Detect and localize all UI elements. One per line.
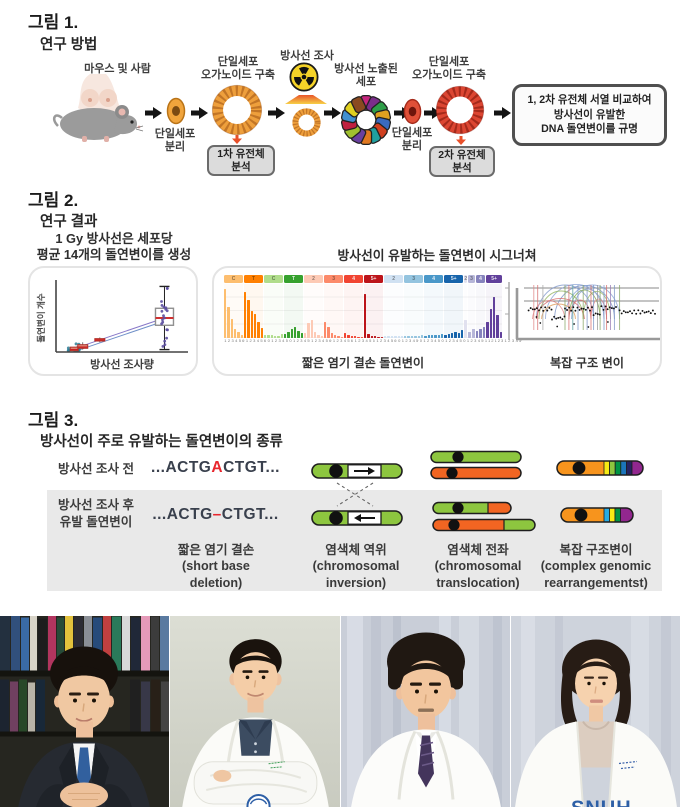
caption-deletion: 짧은 염기 결손 (short base deletion) — [177, 543, 255, 590]
researcher-photo-1 — [0, 616, 169, 807]
researcher-photo-3 — [341, 616, 510, 807]
analysis1-box: 1차 유전체 분석 — [207, 145, 275, 176]
analysis2-box: 2차 유전체 분석 — [429, 146, 495, 177]
portrait-illustration: SNUH — [511, 616, 680, 807]
radiation-beam-icon — [285, 95, 327, 104]
sequence-after: ...ACTG–CTGT... — [152, 506, 279, 523]
organoid1-label: 단일세포 오가노이드 구축 — [201, 56, 275, 82]
row-after-label: 방사선 조사 후 유발 돌연변이 — [58, 498, 134, 529]
person — [351, 632, 501, 807]
chromosome-inversion-before — [311, 463, 403, 479]
researcher-photo-2 — [170, 616, 340, 807]
flow-arrow-icon — [494, 107, 511, 119]
organoid-small-icon — [292, 108, 321, 137]
chromosome-complex-after — [560, 507, 634, 523]
scale-bracket-icon — [505, 282, 510, 340]
irradiation-label: 방사선 조사 — [280, 50, 334, 62]
flow-arrow-icon — [145, 107, 162, 119]
chromosome-translocation-before-orange — [430, 466, 522, 480]
snuh-logo-text: SNUH — [571, 798, 632, 807]
flow-arrow-icon — [394, 107, 411, 119]
sv-caption: 복잡 구조 변이 — [549, 356, 625, 370]
conclusion-box: 1, 2차 유전체 서열 비교하여 방사선이 유발한 DNA 돌연변이를 규명 — [512, 84, 667, 146]
exposed-cell-label: 방사선 노출된 세포 — [334, 63, 398, 89]
flow-arrow-icon — [268, 107, 285, 119]
portrait-illustration — [341, 616, 510, 807]
flow-arrow-icon — [324, 107, 341, 119]
portrait-illustration — [0, 616, 169, 807]
mouse-and-human-icon — [52, 74, 144, 142]
researcher-photo-4: SNUH — [511, 616, 680, 807]
dose-chart-title: 1 Gy 방사선은 세포당 평균 14개의 돌연변이를 생성 — [36, 231, 192, 262]
chromosome-inversion-after — [311, 510, 403, 526]
figure1-label: 그림 1. — [28, 13, 79, 32]
person — [18, 646, 150, 807]
red-down-arrow-icon — [232, 135, 242, 144]
caption-translocation: 염색체 전좌 (chromosomal translocation) — [434, 543, 522, 590]
organoid-orange-icon — [211, 84, 263, 136]
figure2-label: 그림 2. — [28, 191, 79, 210]
indel-caption: 짧은 염기 결손 돌연변이 — [301, 356, 425, 370]
isolate1-label: 단일세포 분리 — [154, 128, 196, 154]
signature-chart-title: 방사선이 유발하는 돌연변이 시그너쳐 — [337, 248, 537, 263]
svg-text:돌연변이 개수: 돌연변이 개수 — [36, 293, 46, 342]
sv-rearrangement-chart — [514, 274, 660, 344]
figure2-title: 연구 결과 — [40, 214, 98, 230]
chromosome-complex-before — [556, 460, 644, 476]
sequence-before: ...ACTGACTGT... — [151, 459, 280, 476]
single-cell-red-icon — [403, 98, 422, 125]
irradiated-cell-icon — [340, 94, 392, 146]
caption-inversion: 염색체 역위 (chromosomal inversion) — [312, 543, 400, 590]
organoid2-label: 단일세포 오가노이드 구축 — [412, 56, 486, 82]
caption-complex: 복잡 구조변이 (complex genomic rearrangementst… — [540, 543, 652, 590]
single-cell-icon — [166, 97, 186, 125]
inversion-cross-dashes — [336, 482, 374, 507]
portrait-illustration — [170, 616, 340, 807]
after-row-background — [47, 490, 662, 591]
radiation-symbol-icon — [289, 62, 319, 92]
figure3-label: 그림 3. — [28, 411, 79, 430]
person — [182, 639, 329, 807]
organoid-red-icon — [435, 85, 485, 135]
chromosome-translocation-after-1 — [432, 501, 512, 515]
figure1-title: 연구 방법 — [40, 37, 98, 53]
red-down-arrow-icon — [456, 136, 466, 145]
row-before-label: 방사선 조사 전 — [58, 462, 134, 476]
figure3-title: 방사선이 주로 유발하는 돌연변이의 종류 — [40, 434, 283, 450]
svg-text:방사선 조사량: 방사선 조사량 — [90, 357, 154, 371]
chromosome-translocation-after-2 — [432, 518, 536, 532]
person: SNUH — [515, 639, 677, 807]
source-label: 마우스 및 사람 — [84, 63, 151, 75]
chromosome-translocation-before-green — [430, 450, 522, 464]
isolate2-label: 단일세포 분리 — [391, 127, 433, 153]
flow-arrow-icon — [191, 107, 208, 119]
flow-arrow-icon — [424, 107, 441, 119]
